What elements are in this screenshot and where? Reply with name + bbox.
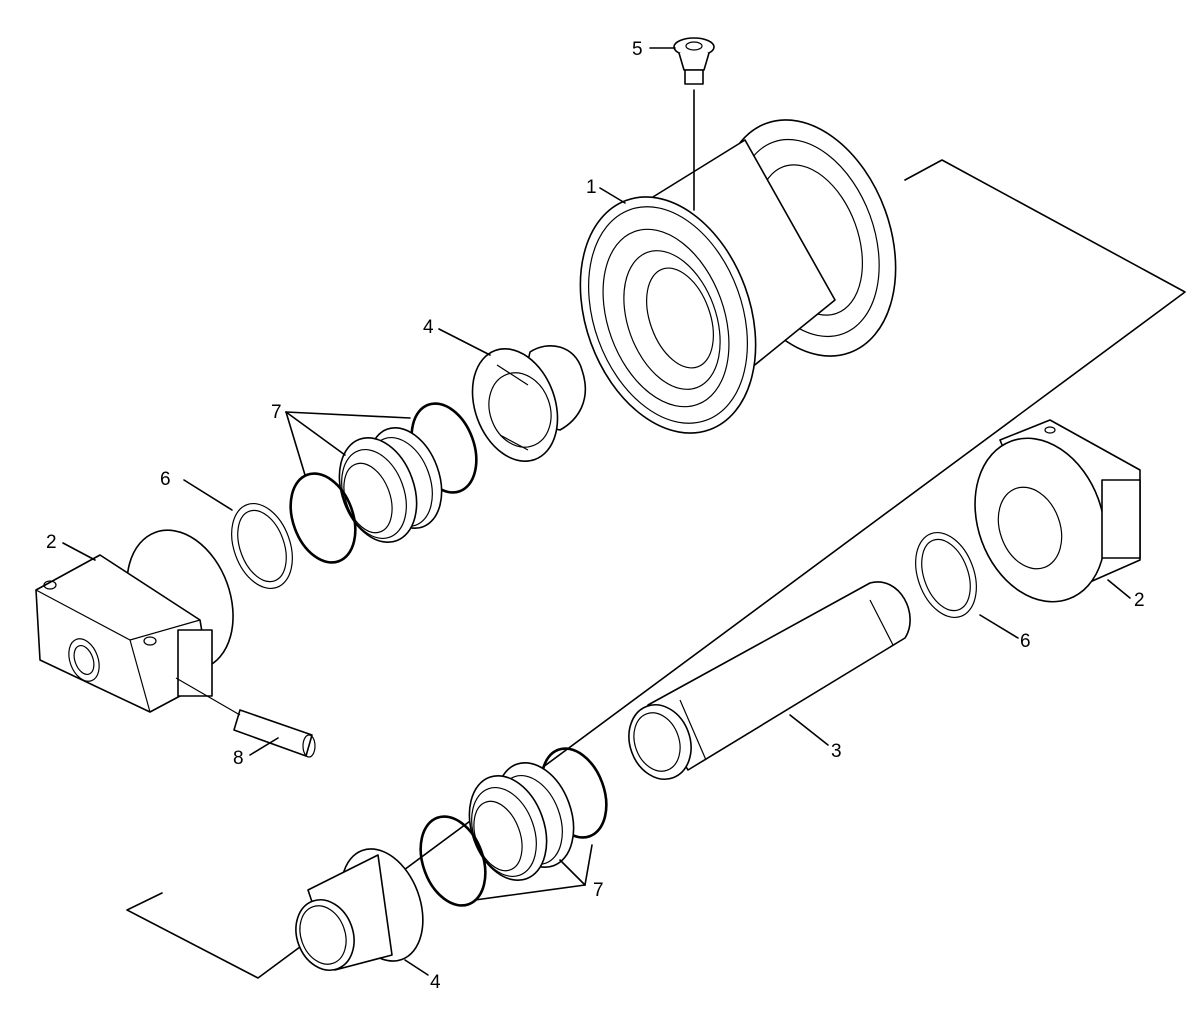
part-3-shaft bbox=[628, 581, 911, 780]
part-6-left-ring bbox=[231, 502, 293, 590]
part-2-left-collar bbox=[35, 529, 234, 713]
part-1-roller bbox=[579, 119, 897, 434]
part-2-right-collar bbox=[974, 419, 1141, 603]
callout-part-5: 5 bbox=[632, 39, 643, 60]
callout-part-7-upper: 7 bbox=[271, 402, 282, 423]
callout-part-3: 3 bbox=[831, 741, 842, 762]
callout-part-2-left: 2 bbox=[46, 532, 57, 553]
callout-part-1: 1 bbox=[586, 177, 597, 198]
part-7-lower-seals bbox=[419, 747, 608, 907]
callout-part-2-right: 2 bbox=[1134, 590, 1145, 611]
assembly-frame bbox=[126, 159, 1186, 979]
callout-part-4-upper: 4 bbox=[423, 317, 434, 338]
part-5-plug bbox=[673, 37, 715, 211]
callout-part-7-lower: 7 bbox=[593, 880, 604, 901]
callout-part-6-right: 6 bbox=[1020, 631, 1031, 652]
part-7-upper-seals bbox=[289, 402, 478, 564]
part-6-right-ring bbox=[915, 531, 977, 619]
part-4-lower-bushing bbox=[295, 848, 424, 971]
leader-lines bbox=[62, 47, 1131, 976]
part-4-upper-bushing bbox=[471, 344, 587, 462]
callout-part-8: 8 bbox=[233, 748, 244, 769]
callout-labels: 5 1 4 7 6 2 2 6 3 8 7 4 bbox=[46, 39, 1145, 993]
part-8-pin bbox=[175, 677, 316, 758]
callout-part-6-left: 6 bbox=[160, 469, 171, 490]
callout-part-4-lower: 4 bbox=[430, 972, 441, 993]
